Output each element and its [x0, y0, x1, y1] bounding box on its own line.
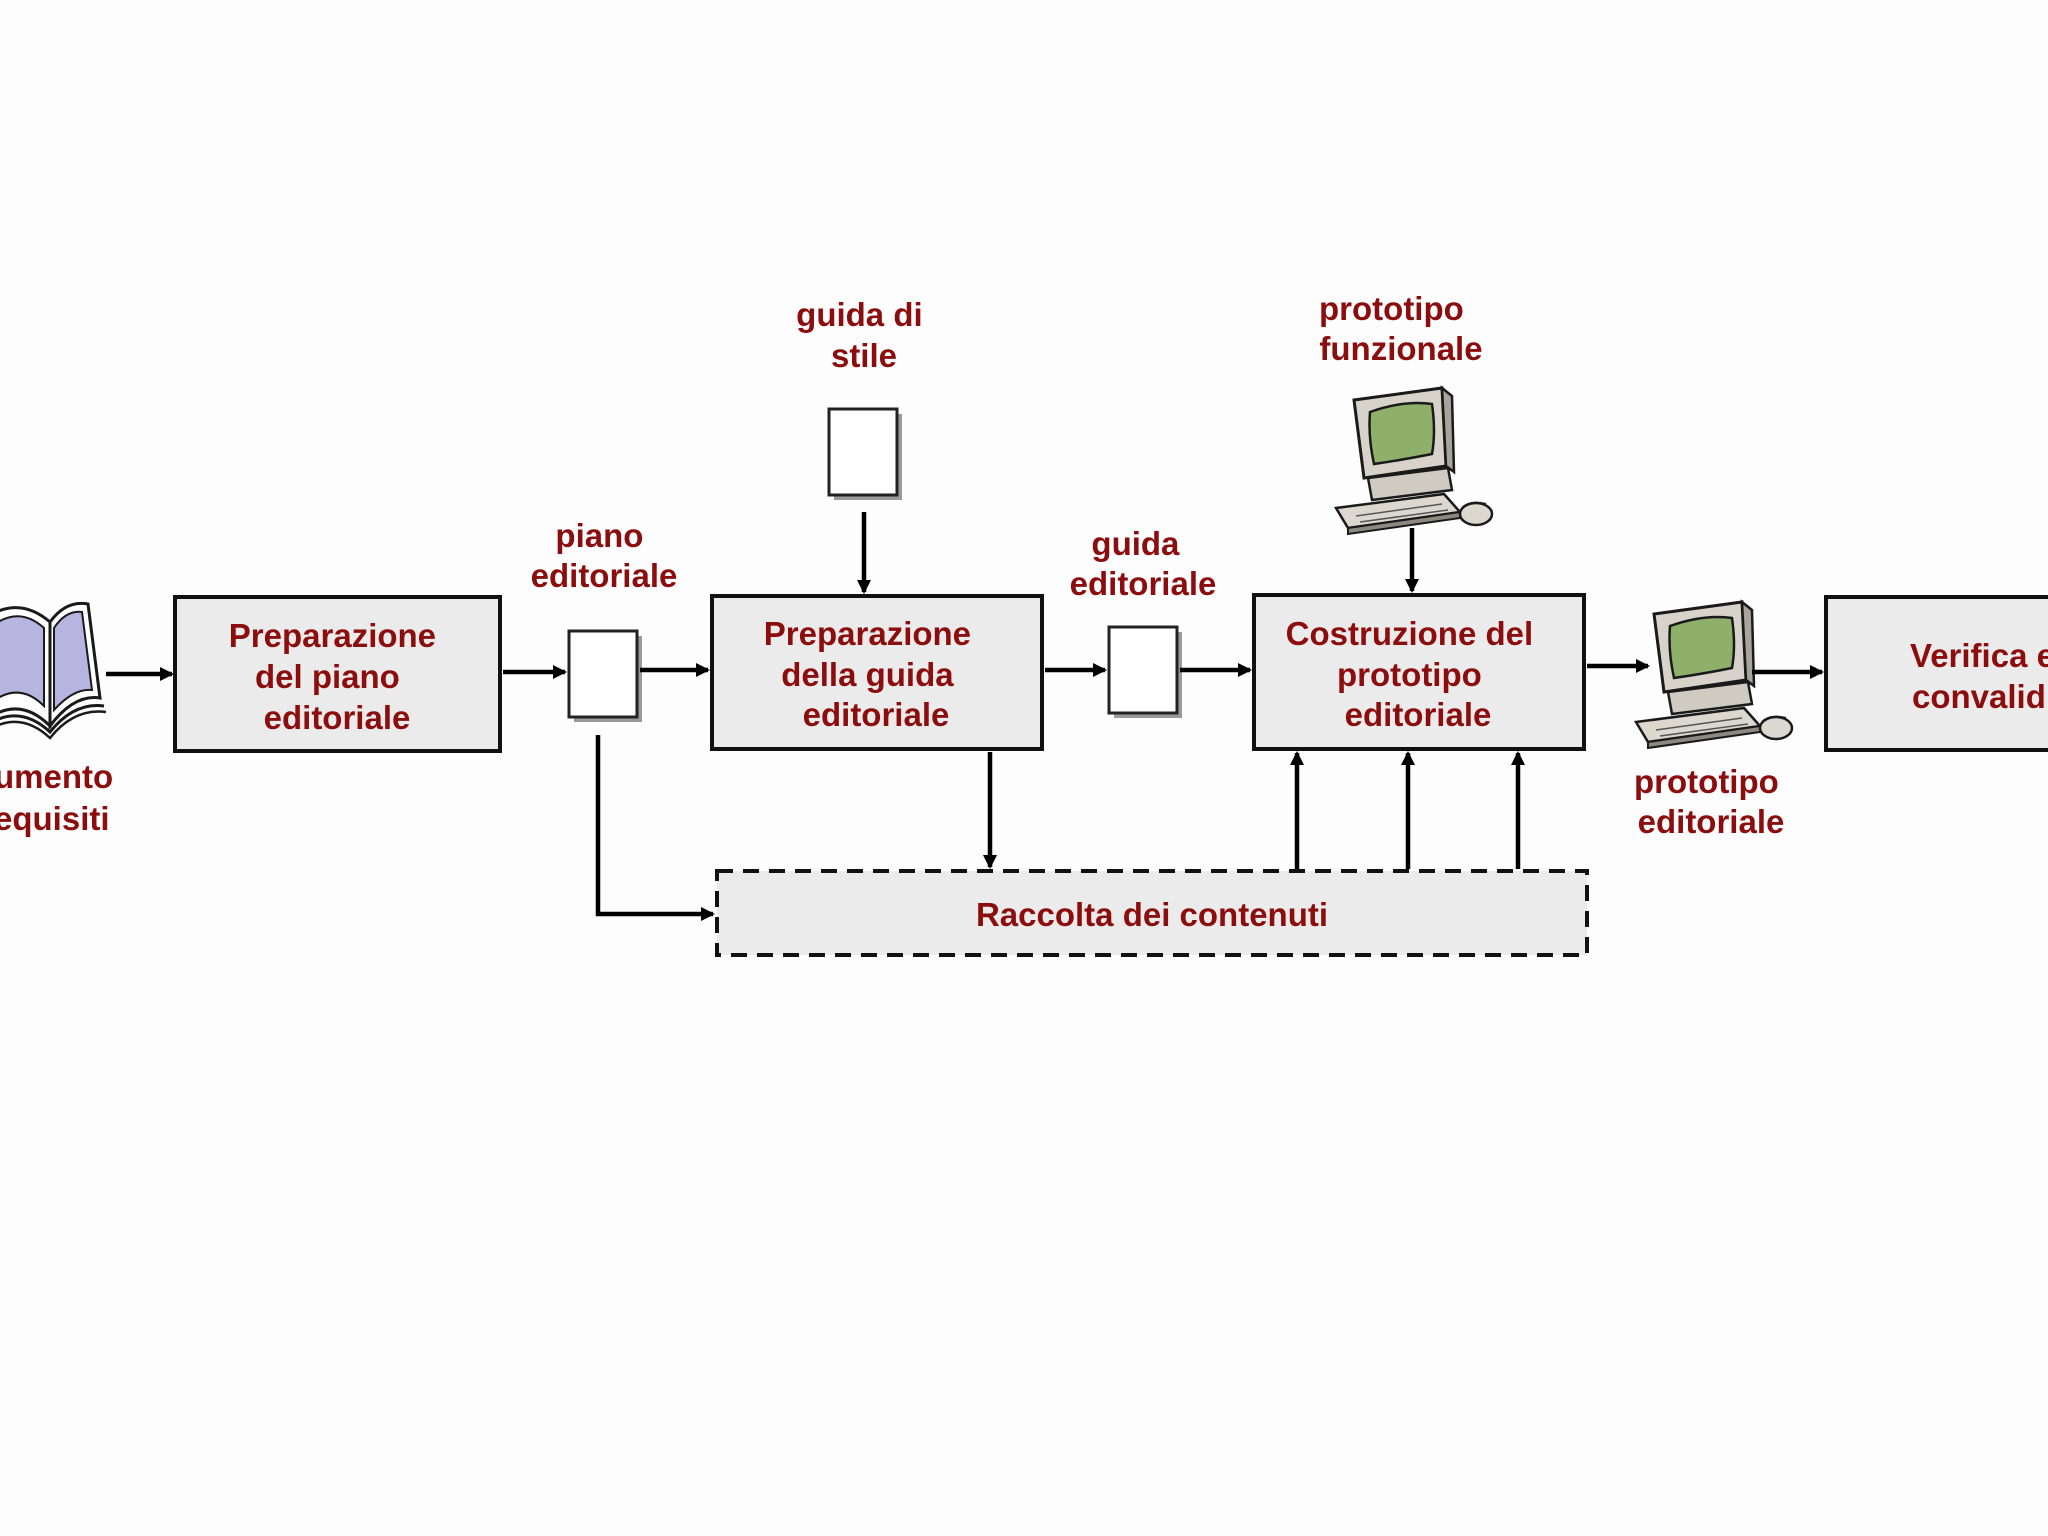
- computer-icon: [1334, 386, 1494, 536]
- process-raccolta-contenuti[interactable]: Raccolta dei contenuti: [715, 869, 1589, 957]
- process-raccolta-contenuti-label: Raccolta dei contenuti: [976, 896, 1328, 933]
- process-verifica-convalida[interactable]: Verifica e convalid: [1824, 595, 2048, 752]
- process-preparazione-guida-label: Preparazione della guida editoriale: [764, 615, 980, 733]
- process-verifica-convalida-label: Verifica e convalid: [1910, 637, 2048, 715]
- artifact-guida-editoriale-label: guida editoriale: [1070, 525, 1217, 602]
- process-preparazione-guida[interactable]: Preparazione della guida editoriale: [710, 594, 1044, 751]
- artifact-piano-editoriale-label: piano editoriale: [531, 517, 678, 594]
- document-icon: [1107, 625, 1182, 718]
- open-book-icon: [0, 601, 107, 740]
- process-costruzione-prototipo[interactable]: Costruzione del prototipo editoriale: [1252, 593, 1586, 751]
- flow-arrows: [106, 512, 1824, 921]
- computer-icon: [1634, 600, 1794, 750]
- document-icon: [827, 407, 902, 500]
- arrow-piano-to-raccolta: [595, 735, 715, 921]
- artifact-guida-di-stile-label: guida di stile: [796, 296, 932, 374]
- process-preparazione-piano[interactable]: Preparazione del piano editoriale: [173, 595, 502, 753]
- input-document-label: umento equisiti: [0, 758, 122, 837]
- process-costruzione-prototipo-label: Costruzione del prototipo editoriale: [1286, 615, 1543, 733]
- document-icon: [567, 629, 642, 722]
- artifact-prototipo-funzionale-label: prototipo funzionale: [1319, 290, 1483, 367]
- artifact-prototipo-editoriale-label: prototipo editoriale: [1634, 763, 1788, 840]
- process-preparazione-piano-label: Preparazione del piano editoriale: [229, 617, 445, 736]
